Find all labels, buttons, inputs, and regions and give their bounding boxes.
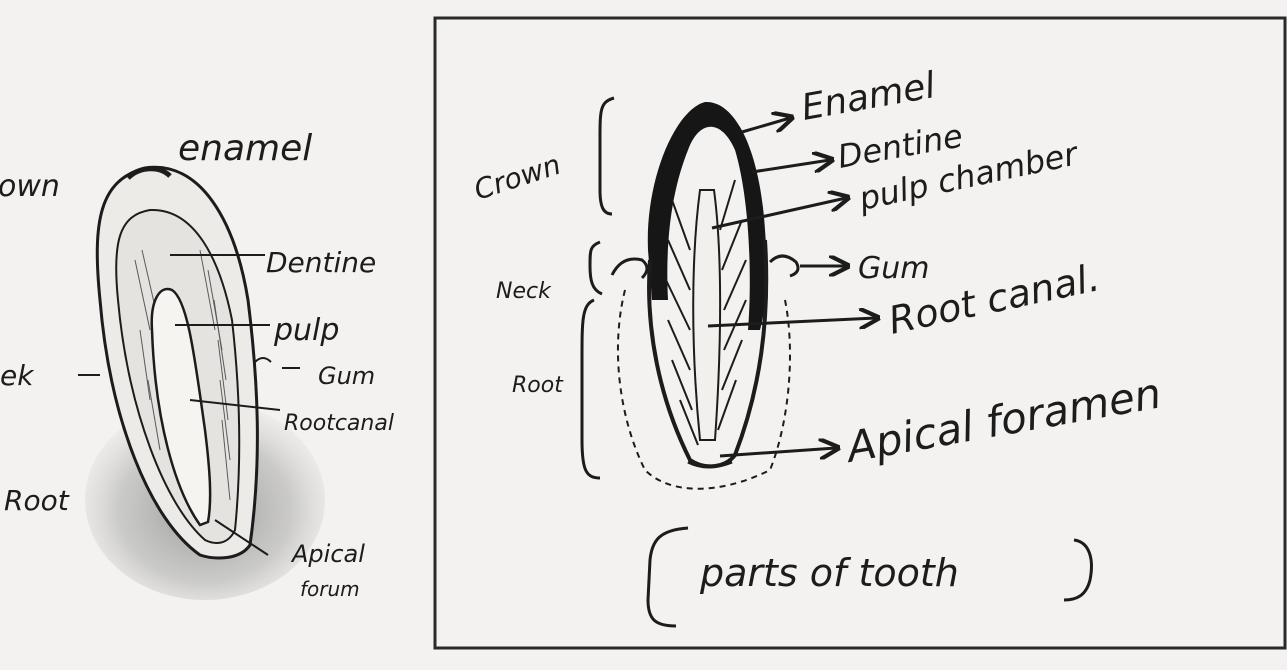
crown-bracket [600,98,614,214]
root-bracket [582,300,600,478]
right-gum-left [612,259,647,278]
label-rootcanal-left: Rootcanal [284,411,394,436]
right-gum-right [770,256,798,276]
label-root-left: Root [4,484,70,517]
neck-bracket [590,242,602,294]
caption-bracket-left [648,528,688,626]
label-crown-left: own [0,169,60,204]
right-tooth-sketch: Crown Neck Root Enamel Dentine pulp cham… [470,65,1165,626]
label-apical-foramen-right: Apical foramen [840,368,1164,472]
arrow-dentine [752,160,830,172]
label-enamel-left: enamel [178,128,312,169]
label-crown-right: Crown [470,148,565,207]
label-root-right: Root [512,373,564,398]
label-neck-left: ek [0,359,35,392]
label-gum-left: Gum [318,362,375,390]
label-gum-right: Gum [858,251,929,286]
label-apical-left-1: Apical [290,540,365,568]
gum-mark-left [255,358,271,362]
left-tooth-sketch: own enamel Dentine pulp Gum Rootcanal ek… [0,128,394,601]
arrow-root-canal [708,318,876,326]
label-pulp-left: pulp [273,313,339,348]
label-dentine-left: Dentine [266,246,376,279]
diagram-caption: parts of tooth [699,551,959,595]
label-neck-right: Neck [496,279,552,304]
label-apical-left-2: forum [300,577,360,601]
caption-bracket-right [1064,540,1091,600]
arrow-enamel [742,118,790,132]
arrow-pulp-chamber [712,198,846,228]
label-enamel-right: Enamel [798,65,938,129]
